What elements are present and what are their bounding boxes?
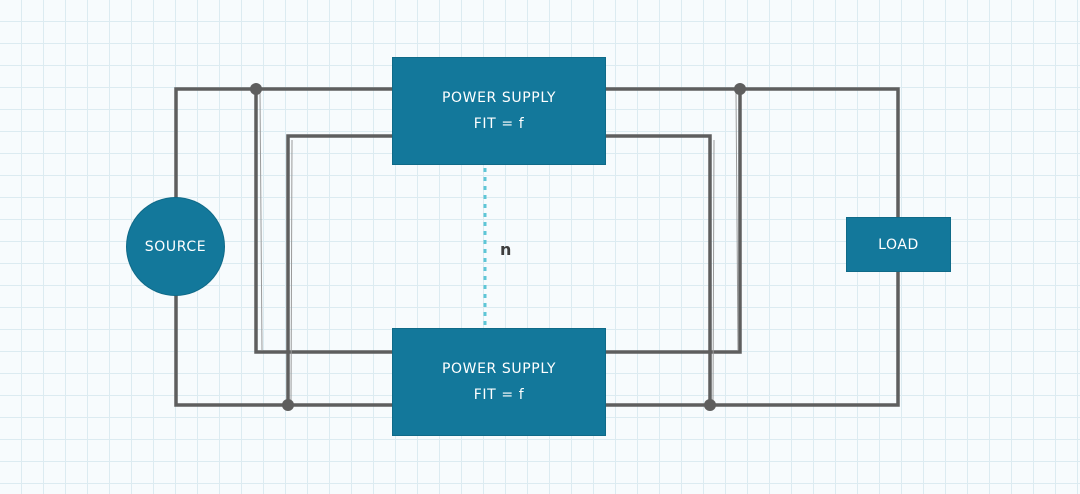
power-supply-bottom-name: POWER SUPPLY xyxy=(441,361,557,377)
junction-node xyxy=(282,399,294,411)
power-supply-bottom: POWER SUPPLY FIT = f xyxy=(393,329,605,435)
power-supply-top-fit: FIT = f xyxy=(473,116,525,132)
junction-node xyxy=(250,83,262,95)
source-node: SOURCE xyxy=(127,198,224,295)
load-label: LOAD xyxy=(878,236,919,253)
load-node: LOAD xyxy=(847,218,950,271)
junction-node xyxy=(704,399,716,411)
wire-bottom-to-load xyxy=(603,269,900,407)
source-label: SOURCE xyxy=(144,238,207,255)
wire-source-top xyxy=(174,87,395,200)
redundancy-count-label: n xyxy=(500,240,512,259)
power-supply-top-name: POWER SUPPLY xyxy=(441,90,557,106)
wire-top-to-load xyxy=(603,87,900,220)
wire-outer-right xyxy=(603,87,742,354)
wire-inner-right xyxy=(603,134,712,407)
power-supply-bottom-fit: FIT = f xyxy=(473,387,525,403)
wire-source-bottom xyxy=(174,293,395,407)
wire-thin-right-a xyxy=(735,91,739,351)
wire-thin-left-a xyxy=(259,91,263,351)
power-supply-top: POWER SUPPLY FIT = f xyxy=(393,58,605,164)
wire-outer-left xyxy=(254,87,395,354)
wire-thin-left-b xyxy=(290,139,293,403)
wire-thin-right-b xyxy=(712,139,715,403)
junction-node xyxy=(734,83,746,95)
wire-inner-left xyxy=(286,134,395,407)
